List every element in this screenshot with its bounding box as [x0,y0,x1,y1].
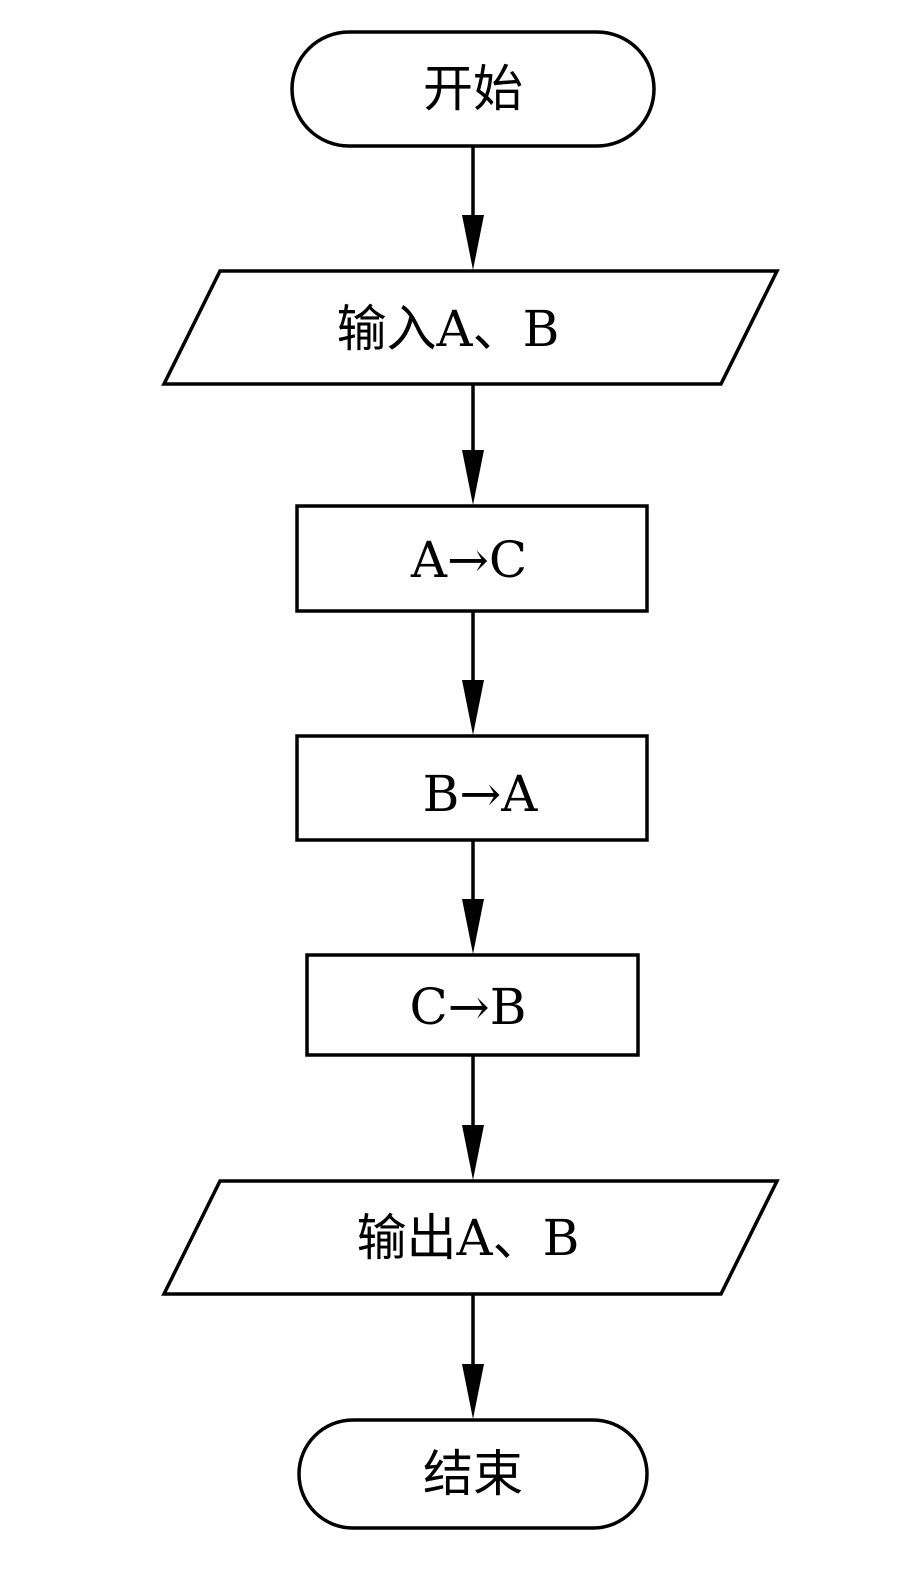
output-node: 输出A、B [161,1179,780,1296]
arrow-input-to-step1 [462,384,484,505]
input-node: 输入A、B [161,269,780,386]
input-label: 输入A、B [337,300,560,358]
process-a-to-c-label: A→C [410,531,527,589]
process-a-to-c: A→C [295,504,649,613]
process-b-to-a-label: B→A [423,765,539,823]
end-label: 结束 [423,1445,523,1503]
process-b-to-a: B→A [295,734,649,842]
output-label: 输出A、B [357,1209,580,1267]
arrow-step3-to-output [462,1055,484,1180]
process-c-to-b-label: C→B [410,978,527,1036]
arrow-step2-to-step3 [462,840,484,954]
end-node: 结束 [297,1418,649,1530]
arrow-step1-to-step2 [462,611,484,735]
process-c-to-b: C→B [305,953,640,1057]
arrow-start-to-input [462,146,484,270]
start-node: 开始 [290,30,656,148]
start-label: 开始 [423,60,523,118]
arrow-output-to-end [462,1294,484,1419]
